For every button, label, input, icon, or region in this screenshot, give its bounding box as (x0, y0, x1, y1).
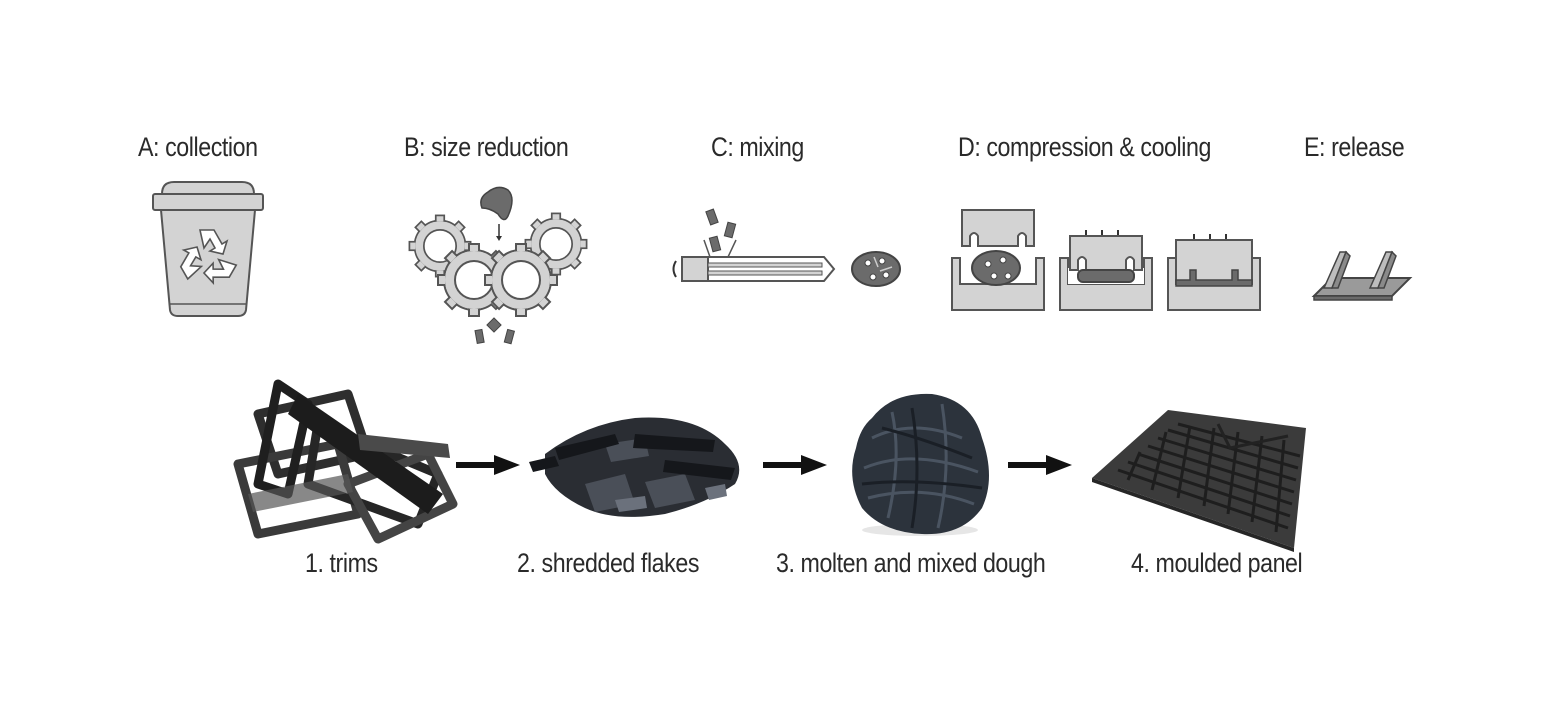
stage-label-release: E: release (1304, 132, 1405, 162)
stage-label-compression-cooling: D: compression & cooling (958, 132, 1211, 162)
compression-mold-icon (951, 209, 1261, 311)
trims-photo (233, 379, 458, 544)
shredder-gears-icon (408, 186, 588, 345)
flakes-photo (529, 417, 740, 517)
dough-photo (852, 393, 989, 536)
panel-photo (1092, 410, 1306, 552)
molded-part-icon (1311, 250, 1413, 301)
arrow-right-icon (1008, 455, 1072, 475)
extruder-icon (672, 208, 901, 287)
product-label-moulded-panel: 4. moulded panel (1131, 548, 1303, 578)
product-label-shredded-flakes: 2. shredded flakes (517, 548, 700, 578)
recycle-bin-icon (152, 181, 264, 317)
product-label-dough: 3. molten and mixed dough (776, 548, 1046, 578)
stage-label-size-reduction: B: size reduction (404, 132, 569, 162)
stage-label-collection: A: collection (138, 132, 258, 162)
arrow-right-icon (456, 455, 520, 475)
stage-label-mixing: C: mixing (711, 132, 804, 162)
product-label-trims: 1. trims (305, 548, 378, 578)
arrow-right-icon (763, 455, 827, 475)
